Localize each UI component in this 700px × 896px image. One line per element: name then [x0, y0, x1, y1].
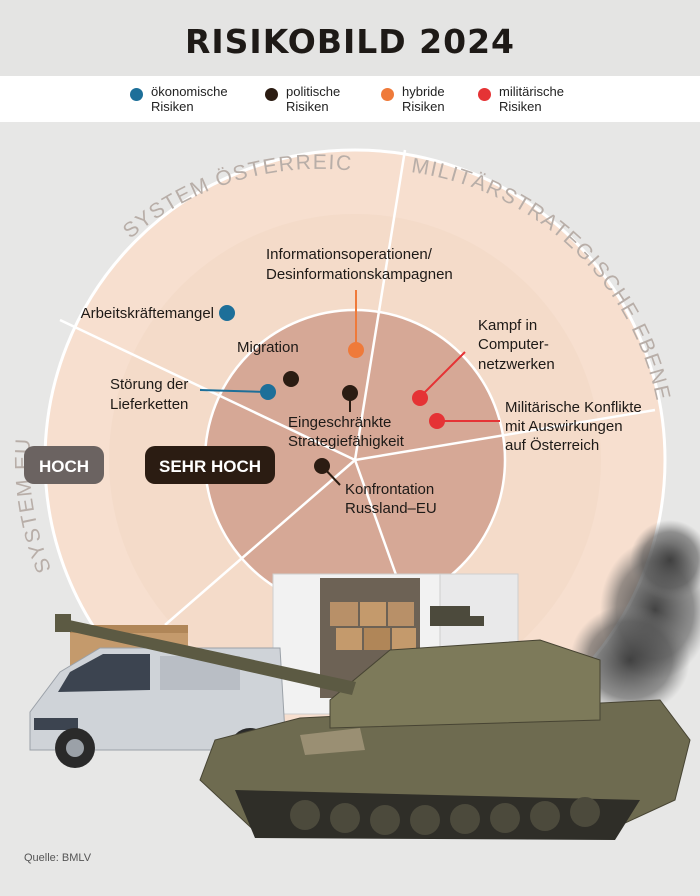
risk-label-konfrontation-1: Konfrontation — [345, 481, 434, 498]
level-hoch: HOCH — [24, 446, 104, 484]
level-sehr-hoch-label: SEHR HOCH — [159, 457, 261, 476]
legend-item-oekonomisch: ökonomische Risiken — [130, 84, 251, 114]
legend-dot-blue — [130, 88, 143, 101]
legend-label: Risiken — [286, 99, 329, 114]
van-illustration — [29, 647, 287, 768]
risk-label-kampf-2: Computer- — [478, 336, 549, 353]
risk-dot-kampf — [412, 390, 428, 406]
risk-label-eingeschraenkte-2: Strategiefähigkeit — [288, 433, 405, 450]
risk-label-informationsoperationen-2: Desinformationskampagnen — [266, 266, 453, 283]
risk-label-kampf-3: netzwerken — [478, 356, 555, 373]
risk-label-stoerung-2: Lieferketten — [110, 396, 188, 413]
risk-label-konflikte-3: auf Österreich — [505, 436, 599, 454]
risk-label-eingeschraenkte-1: Eingeschränkte — [288, 414, 391, 431]
tank-illustration — [55, 606, 691, 840]
legend-label: Risiken — [499, 99, 542, 114]
title-bar — [0, 0, 700, 76]
risk-dot-arbeitskraeftemangel — [219, 305, 235, 321]
risk-dot-migration — [283, 371, 299, 387]
page-title: RISIKOBILD 2024 — [184, 22, 516, 61]
legend-item-militaerisch: militärische Risiken — [478, 84, 599, 114]
legend-label: militärische — [499, 84, 565, 99]
legend-label: Risiken — [402, 99, 445, 114]
risk-label-informationsoperationen-1: Informationsoperationen/ — [266, 246, 433, 263]
risk-label-arbeitskraeftemangel: Arbeitskräftemangel — [81, 305, 214, 322]
connector-stoerung — [199, 389, 268, 393]
risk-label-konfrontation-2: Russland–EU — [345, 500, 437, 517]
risk-dot-stoerung — [260, 384, 276, 400]
risk-label-konflikte-2: mit Auswirkungen — [505, 418, 623, 435]
risk-dot-konfrontation — [314, 458, 330, 474]
risk-dot-eingeschraenkte — [342, 385, 358, 401]
risk-label-migration: Migration — [237, 339, 299, 356]
legend: ökonomische Risiken politische Risiken h… — [0, 76, 700, 122]
legend-label: politische — [286, 84, 341, 99]
legend-label: hybride — [402, 84, 445, 99]
smoke-illustration — [570, 520, 700, 715]
risk-dot-informationsoperationen — [348, 342, 364, 358]
connector-kampf — [419, 351, 466, 398]
risk-dot-konflikte — [429, 413, 445, 429]
legend-item-hybrid: hybride Risiken — [381, 84, 502, 114]
legend-dot-red — [478, 88, 491, 101]
risk-label-kampf-1: Kampf in — [478, 317, 537, 334]
legend-item-politisch: politische Risiken — [265, 84, 386, 114]
level-sehr-hoch: SEHR HOCH — [145, 446, 275, 484]
risk-label-stoerung-1: Störung der — [110, 376, 188, 393]
legend-label: ökonomische — [151, 84, 228, 99]
source-note: Quelle: BMLV — [24, 852, 92, 864]
legend-dot-orange — [381, 88, 394, 101]
legend-label: Risiken — [151, 99, 194, 114]
risk-label-konflikte-1: Militärische Konflikte — [505, 399, 642, 416]
level-hoch-label: HOCH — [39, 457, 89, 476]
legend-dot-black — [265, 88, 278, 101]
